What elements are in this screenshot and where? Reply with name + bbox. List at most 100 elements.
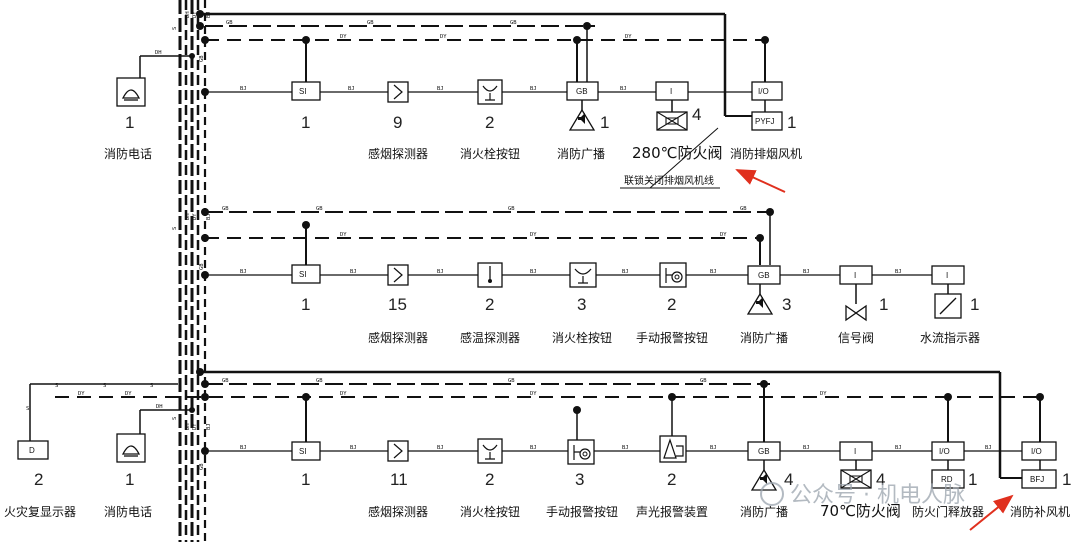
device-count: 2 [485,470,494,489]
row-1-smoke-detector[interactable]: 9 感烟探测器 [368,81,428,161]
module-code: I [854,447,856,456]
row-3-door-release[interactable]: I/O RD 1 防火门释放器 [912,441,984,519]
device-count: 3 [577,295,586,314]
red-arrow [735,169,786,193]
red-arrow [969,494,1014,531]
row-2-hydrant-button[interactable]: 3 消火栓按钮 [552,262,612,345]
bus-label: DH [185,423,191,430]
row-2-signal-valve[interactable]: I 1 信号阀 [838,265,888,345]
row-1-broadcast[interactable]: GB 1 消防广播 [557,81,609,161]
vertical-bus [178,0,207,542]
device-label: 火灾复显示器 [4,504,76,519]
bus-label: BJ [206,213,212,220]
wire-code: BJ [530,269,537,275]
watermark: 公众号 · 机电人脉 [760,482,965,508]
wire-code: GB [222,206,229,212]
bus-label: DY [192,423,198,430]
row-3-repeater-display[interactable]: D 2 火灾复显示器 [4,440,76,519]
device-label: 感烟探测器 [368,504,428,519]
module-code: GB [758,271,770,280]
hydrant-button-icon [482,85,498,101]
device-label: 感烟探测器 [368,146,428,161]
manual-alarm-icon [665,268,672,283]
row-2-si[interactable]: SI 1 [291,264,321,314]
wire-code: BJ [985,445,992,451]
interlock-note: 联锁关闭排烟风机线 [624,174,714,187]
row-3-manual-alarm[interactable]: 3 手动报警按钮 [546,439,618,519]
device-count: 1 [1062,470,1071,489]
device-count: 1 [879,295,888,314]
row-3-smoke-detector[interactable]: 11 感烟探测器 [368,440,428,519]
wire-code: DY [125,391,132,397]
wire-code: BJ [350,269,357,275]
wire-code: GB [508,206,515,212]
device-count: 1 [301,295,310,314]
module-code: I [946,271,948,280]
row-3-sound-light-alarm[interactable]: 2 声光报警装置 [636,435,708,519]
module-code: I/O [758,87,769,96]
device-count: 1 [301,470,310,489]
row-1-si[interactable]: SI 1 [291,81,321,132]
device-label: 消防广播 [740,330,788,345]
row-2-heat-detector[interactable]: 2 感温探测器 [460,262,520,345]
device-count: 2 [485,295,494,314]
device-label: 防火门释放器 [912,504,984,519]
wire-code: GB [222,378,229,384]
row-2-smoke-detector[interactable]: 15 感烟探测器 [368,264,428,345]
row-1-hydrant-button[interactable]: 2 消火栓按钮 [460,79,520,161]
wire-code: DY [720,232,727,238]
row-3-hydrant-button[interactable]: 2 消火栓按钮 [460,438,520,519]
device-label: 手动报警按钮 [636,330,708,345]
wire-code: BJ [530,86,537,92]
row-2-broadcast[interactable]: GB 3 消防广播 [740,265,791,345]
row-2-flow-indicator[interactable]: I 1 水流指示器 [920,265,980,345]
row-1-phone[interactable]: 1 消防电话 [104,77,152,161]
manual-alarm-icon [573,445,580,460]
row-3-broadcast[interactable]: GB 4 消防广播 [740,441,793,519]
row-3 [29,370,1041,479]
wire-code: BJ [620,86,627,92]
wire-code: DY [78,391,85,397]
row-3-phone[interactable]: 1 消防电话 [104,433,152,519]
bus-label: GB [199,55,205,62]
device-count: 11 [390,470,408,489]
device-count: 1 [787,113,796,132]
row-3-supply-fan[interactable]: I/O BFJ 1 消防补风机 [969,441,1071,531]
hydrant-button-icon [482,444,498,460]
device-label: 感温探测器 [460,330,520,345]
row-1-interlock-note: 联锁关闭排烟风机线 [620,127,786,193]
device-label: 水流指示器 [920,330,980,345]
row-1-smoke-fan[interactable]: I/O PYFJ 1 消防排烟风机 [730,81,802,161]
wire-code: DH [155,50,162,56]
module-code: I [670,87,672,96]
wire-code: BJ [895,269,902,275]
speaker-icon [568,108,596,131]
wire-code: DY [340,391,347,397]
valve-icon [845,304,867,322]
row-2-junctions [201,208,774,279]
wire-code: GB [700,378,707,384]
device-count: 1 [600,113,609,132]
device-label: 消防补风机 [1010,504,1070,519]
row-3-wire-codes: S S S S DY DY DH GB GB GB GB DY DY DY BJ… [26,378,992,451]
row-1-junctions [189,10,769,96]
device-count: 3 [575,470,584,489]
wire-code: DY [820,391,827,397]
module-code: GB [576,87,588,96]
wire-code: BJ [240,445,247,451]
wire-code: DH [156,404,163,410]
telephone-icon [121,89,141,99]
fire-damper-icon [656,111,688,131]
row-1 [139,12,766,117]
row-3-si[interactable]: SI 1 [291,441,321,489]
wire-code: GB [367,20,374,26]
row-3-fire-damper[interactable]: I 4 70℃防火阀 [820,441,901,520]
device-label: 声光报警装置 [636,504,708,519]
bus-label: GB [199,463,205,470]
fan-box-code: BFJ [1030,475,1044,484]
row-2-manual-alarm[interactable]: 2 手动报警按钮 [636,262,708,345]
wire-code: DY [440,34,447,40]
row-1-fire-damper[interactable]: I 4 280℃防火阀 [632,81,722,162]
wire-code: BJ [240,86,247,92]
